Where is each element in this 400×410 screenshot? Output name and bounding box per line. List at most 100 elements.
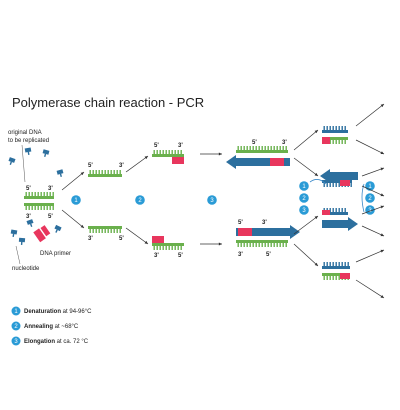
- step-2-detail: at ~68°C: [53, 324, 79, 330]
- elongation-template-top-base: [267, 146, 269, 150]
- arrow-output-0-shaft: [355, 103, 385, 127]
- elongation-template-bottom-backbone: [236, 240, 288, 243]
- annealed-template-bottom-backbone: [152, 243, 184, 246]
- annealed-template-top-base: [168, 150, 170, 154]
- arrow-output-3: [361, 185, 385, 197]
- label-5p: 5': [178, 253, 183, 259]
- nucleotide-icon-5-stem: [30, 223, 33, 227]
- elongation-template-top-base: [276, 146, 278, 150]
- arrow-denature-up: [61, 171, 85, 191]
- elongation-template-bottom-base: [258, 243, 260, 247]
- label-5p: 5': [252, 140, 257, 146]
- product-strand-2-base: [338, 183, 340, 187]
- elongation-template-bottom-base: [252, 243, 254, 247]
- separated-strand-bottom-base: [113, 229, 115, 233]
- step-1-icon: [11, 306, 21, 316]
- arrow-denature-up-head: [80, 172, 84, 176]
- product-strand-4a-base: [341, 262, 343, 266]
- original-strand-bottom-base: [28, 206, 30, 210]
- dna-primer-label: DNA primer: [40, 251, 71, 257]
- original-strand-bottom-base: [52, 206, 54, 210]
- step-2-name: Annealing: [24, 324, 53, 330]
- separated-strand-top-base: [107, 170, 109, 174]
- step-badge-cycle-1-number: 1: [368, 184, 372, 190]
- arrow-anneal-up: [125, 155, 149, 173]
- nucleotide-icon-6-stem: [55, 229, 58, 233]
- step-2-icon: [11, 321, 21, 331]
- product-strand-3a-base: [338, 208, 340, 212]
- elongation-template-bottom-base: [237, 243, 239, 247]
- product-strand-1a-base: [335, 126, 337, 130]
- product-arrow-2: [320, 169, 358, 183]
- product-strand-1a: [322, 126, 348, 133]
- arrow-output-3-head: [380, 193, 384, 197]
- separated-strand-top-backbone: [88, 174, 122, 177]
- product-strand-1a-base: [344, 126, 346, 130]
- arrow-anneal-down-head: [144, 240, 148, 244]
- label-5p: 5': [88, 163, 93, 169]
- product-strand-3a-base: [335, 208, 337, 212]
- original-strand-top-base: [49, 192, 51, 196]
- label-5p: 5': [266, 252, 271, 258]
- annealed-template-bottom-base: [162, 246, 164, 250]
- nucleotide-icon-4-stem: [12, 233, 15, 238]
- original-dna-label: original DNA: [8, 130, 42, 136]
- product-primer-2: [340, 180, 350, 186]
- annealed-template-bottom-base: [156, 246, 158, 250]
- original-strand-top-base: [40, 192, 42, 196]
- primer-floating-1: [33, 228, 46, 243]
- arrow-output-7-shaft: [355, 279, 385, 299]
- arrow-output-4: [361, 205, 385, 215]
- arrow-output-2-shaft: [361, 167, 385, 177]
- annealed-template-bottom-base: [153, 246, 155, 250]
- elongation-template-bottom-base: [285, 243, 287, 247]
- svg-text:2: 2: [14, 324, 18, 330]
- legend-item-1: 1 Denaturation at 94-96°C: [11, 306, 92, 316]
- arrow-elongate-up-head: [218, 152, 222, 156]
- separated-strand-top-base: [104, 170, 106, 174]
- arrow-elongate-down: [200, 242, 222, 246]
- product-strand-1a-base: [338, 126, 340, 130]
- product-strand-1a-base: [332, 126, 334, 130]
- nucleotide-icon-3: [56, 169, 64, 178]
- elongation-template-bottom-base: [246, 243, 248, 247]
- svg-text:1: 1: [14, 309, 18, 315]
- product-strand-2-base: [323, 183, 325, 187]
- elongation-primer-bottom: [238, 228, 252, 236]
- elongation-template-top-base: [258, 146, 260, 150]
- product-primer-4: [340, 273, 350, 279]
- pcr-artwork: 5'3'3'5'15'3'3'5'25'3'3'5'35'3'5'3'3'5'1…: [8, 103, 385, 299]
- separated-strand-top-base: [98, 170, 100, 174]
- arrow-output-6-head: [380, 249, 384, 253]
- product-strand-3a-base: [344, 208, 346, 212]
- separated-strand-top-base: [92, 170, 94, 174]
- svg-text:Annealing at ~68°C: Annealing at ~68°C: [24, 324, 79, 330]
- nucleotide-icon-2-body: [42, 149, 50, 155]
- original-strand-top-base: [34, 192, 36, 196]
- product-strand-4b-base: [338, 276, 340, 280]
- arrow-output-4-shaft: [361, 205, 385, 215]
- product-strand-4a-base: [326, 262, 328, 266]
- product-strand-1b-base: [329, 140, 331, 144]
- separated-strand-top-base: [110, 170, 112, 174]
- elongation-template-bottom-base: [243, 243, 245, 247]
- legend: 1 Denaturation at 94-96°C 2 Annealing at…: [11, 306, 92, 346]
- elongation-template-top-base: [249, 146, 251, 150]
- step-badge-3: [207, 195, 217, 205]
- arrow-branch: [293, 157, 319, 177]
- product-strand-4a-backbone: [322, 266, 350, 269]
- annealed-template-bottom-base: [165, 246, 167, 250]
- elongation-template-bottom-base: [276, 243, 278, 247]
- original-strand-top-base: [46, 192, 48, 196]
- original-strand-bottom-base: [34, 206, 36, 210]
- legend-item-3: 3 Elongation at ca. 72 °C: [11, 336, 89, 346]
- legend-item-2: 2 Annealing at ~68°C: [11, 321, 79, 331]
- separated-strand-top-base: [113, 170, 115, 174]
- label-3p: 3': [262, 220, 267, 226]
- original-strand-bottom-base: [46, 206, 48, 210]
- separated-strand-bottom-base: [95, 229, 97, 233]
- diagram-title: Polymerase chain reaction - PCR: [12, 95, 204, 110]
- step-badge-2: [135, 195, 145, 205]
- elongation-template-top-base: [273, 146, 275, 150]
- separated-strand-bottom-base: [107, 229, 109, 233]
